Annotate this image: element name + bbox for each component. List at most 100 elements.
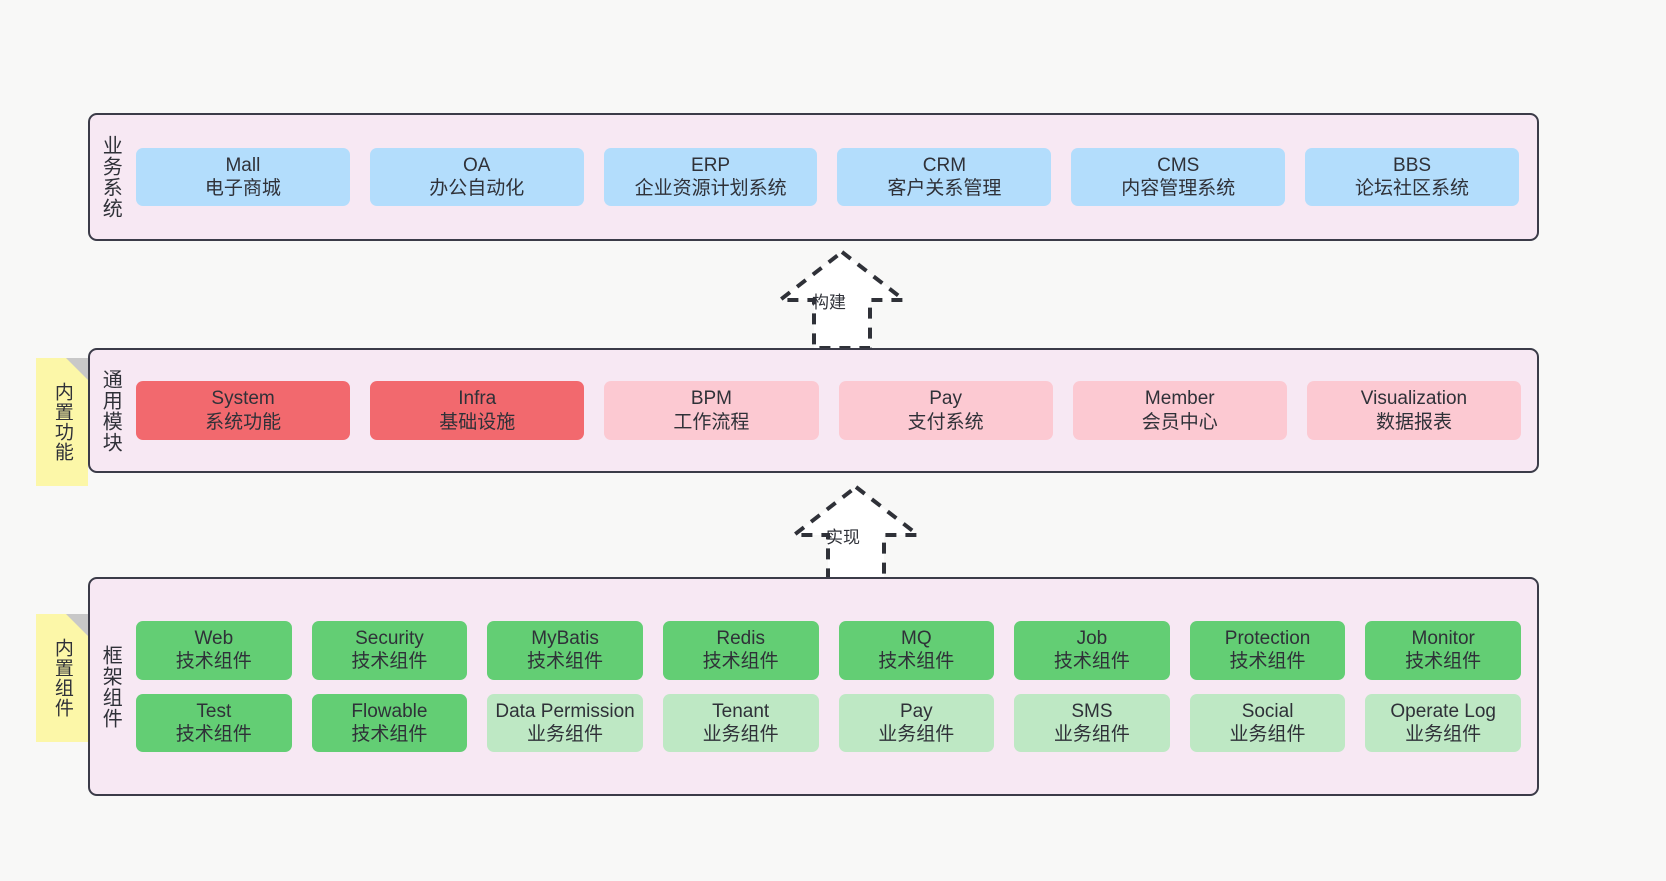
card-subtitle: 业务组件 <box>527 723 604 745</box>
card-subtitle: 技术组件 <box>1053 651 1130 673</box>
card-title: Social <box>1241 700 1294 722</box>
card-title: Pay <box>899 700 933 722</box>
card-mall[interactable]: Mall 电子商城 <box>136 147 350 207</box>
card-title: Pay <box>929 388 962 410</box>
card-subtitle: 技术组件 <box>175 651 252 673</box>
card-row: System 系统功能 Infra 基础设施 BPM 工作流程 Pay 支付系统… <box>136 381 1522 440</box>
card-title: Tenant <box>712 700 770 722</box>
card-title: Visualization <box>1360 388 1468 410</box>
card-redis[interactable]: Redis 技术组件 <box>662 620 819 680</box>
card-monitor[interactable]: Monitor 技术组件 <box>1365 620 1521 680</box>
card-title: Test <box>196 700 232 722</box>
card-title: MQ <box>901 627 932 649</box>
card-subtitle: 业务组件 <box>702 723 779 745</box>
card-title: CRM <box>922 154 967 176</box>
card-mq[interactable]: MQ 技术组件 <box>838 620 995 680</box>
card-title: OA <box>463 154 491 176</box>
card-title: System <box>211 388 275 410</box>
card-subtitle: 技术组件 <box>1405 651 1482 673</box>
card-subtitle: 业务组件 <box>1405 723 1482 745</box>
card-subtitle: 办公自动化 <box>429 178 525 199</box>
layer-framework-components: 框架组件 Web 技术组件 Security 技术组件 MyBatis 技术组件… <box>88 577 1539 796</box>
card-title: Flowable <box>351 700 428 722</box>
card-subtitle: 客户关系管理 <box>887 178 1002 199</box>
card-member[interactable]: Member 会员中心 <box>1072 381 1287 440</box>
card-title: Security <box>355 627 424 649</box>
card-test[interactable]: Test 技术组件 <box>136 693 292 753</box>
card-mybatis[interactable]: MyBatis 技术组件 <box>487 620 643 680</box>
card-pay-business[interactable]: Pay 业务组件 <box>838 693 995 753</box>
card-job[interactable]: Job 技术组件 <box>1014 620 1170 680</box>
card-system[interactable]: System 系统功能 <box>136 381 351 440</box>
card-tenant[interactable]: Tenant 业务组件 <box>662 693 819 753</box>
card-title: Member <box>1144 388 1215 410</box>
layer-title-business-systems: 业务系统 <box>99 135 122 219</box>
card-title: Redis <box>716 627 765 649</box>
page-fold-icon <box>66 614 88 636</box>
card-subtitle: 电子商城 <box>204 178 281 199</box>
card-subtitle: 会员中心 <box>1141 411 1218 433</box>
note-built-in-components: 内置组件 <box>36 614 88 742</box>
card-pay[interactable]: Pay 支付系统 <box>838 381 1053 440</box>
card-title: Data Permission <box>495 700 635 722</box>
connector-build: 构建 <box>752 248 932 352</box>
card-oa[interactable]: OA 办公自动化 <box>369 147 584 207</box>
card-subtitle: 论坛社区系统 <box>1355 178 1470 199</box>
card-subtitle: 技术组件 <box>878 651 955 673</box>
card-title: Web <box>194 627 234 649</box>
card-sms[interactable]: SMS 业务组件 <box>1014 693 1170 753</box>
card-bpm[interactable]: BPM 工作流程 <box>604 381 819 440</box>
card-subtitle: 基础设施 <box>439 411 516 433</box>
card-title: Monitor <box>1411 627 1475 649</box>
connector-build-label: 构建 <box>812 293 846 312</box>
layer-title-framework-components: 框架组件 <box>99 644 122 729</box>
card-web[interactable]: Web 技术组件 <box>136 620 292 680</box>
card-security[interactable]: Security 技术组件 <box>311 620 468 680</box>
card-subtitle: 业务组件 <box>878 723 955 745</box>
layer-body-framework-components: Web 技术组件 Security 技术组件 MyBatis 技术组件 Redi… <box>130 579 1537 794</box>
card-title: Job <box>1076 627 1108 649</box>
card-title: Operate Log <box>1390 700 1496 722</box>
card-subtitle: 技术组件 <box>702 651 779 673</box>
card-subtitle: 技术组件 <box>351 651 428 673</box>
card-data-permission[interactable]: Data Permission 业务组件 <box>487 693 643 753</box>
note-label: 内置功能 <box>51 382 73 462</box>
layer-business-systems: 业务系统 Mall 电子商城 OA 办公自动化 ERP 企业资源计划系统 CRM… <box>88 113 1539 241</box>
card-subtitle: 技术组件 <box>351 723 428 745</box>
card-title: SMS <box>1071 700 1113 722</box>
card-row: Mall 电子商城 OA 办公自动化 ERP 企业资源计划系统 CRM 客户关系… <box>136 147 1519 207</box>
card-crm[interactable]: CRM 客户关系管理 <box>837 147 1052 207</box>
card-flowable[interactable]: Flowable 技术组件 <box>311 693 468 753</box>
layer-body-business-systems: Mall 电子商城 OA 办公自动化 ERP 企业资源计划系统 CRM 客户关系… <box>130 115 1537 239</box>
card-title: Protection <box>1224 627 1311 649</box>
card-social[interactable]: Social 业务组件 <box>1189 693 1346 753</box>
card-protection[interactable]: Protection 技术组件 <box>1189 620 1346 680</box>
card-cms[interactable]: CMS 内容管理系统 <box>1071 147 1286 207</box>
layer-title-common-modules: 通用模块 <box>99 368 122 453</box>
layer-body-common-modules: System 系统功能 Infra 基础设施 BPM 工作流程 Pay 支付系统… <box>130 350 1537 471</box>
card-title: Mall <box>225 154 261 176</box>
card-title: MyBatis <box>531 627 599 649</box>
card-subtitle: 工作流程 <box>673 411 750 433</box>
card-title: Infra <box>458 388 497 410</box>
card-title: BBS <box>1393 154 1432 176</box>
card-subtitle: 系统功能 <box>205 411 282 433</box>
card-visualization[interactable]: Visualization 数据报表 <box>1306 381 1522 440</box>
card-infra[interactable]: Infra 基础设施 <box>370 381 585 440</box>
card-subtitle: 数据报表 <box>1375 411 1452 433</box>
card-subtitle: 内容管理系统 <box>1121 178 1236 199</box>
card-subtitle: 支付系统 <box>907 411 984 433</box>
layer-common-modules: 通用模块 System 系统功能 Infra 基础设施 BPM 工作流程 Pay… <box>88 348 1539 473</box>
connector-implement-label: 实现 <box>826 528 860 547</box>
card-title: ERP <box>691 154 731 176</box>
card-subtitle: 业务组件 <box>1229 723 1306 745</box>
card-subtitle: 技术组件 <box>175 723 252 745</box>
card-erp[interactable]: ERP 企业资源计划系统 <box>603 147 818 207</box>
card-bbs[interactable]: BBS 论坛社区系统 <box>1305 147 1519 207</box>
card-subtitle: 企业资源计划系统 <box>634 178 787 199</box>
card-row: Test 技术组件 Flowable 技术组件 Data Permission … <box>136 693 1521 753</box>
card-row: Web 技术组件 Security 技术组件 MyBatis 技术组件 Redi… <box>136 620 1521 680</box>
card-operate-log[interactable]: Operate Log 业务组件 <box>1365 693 1521 753</box>
card-subtitle: 技术组件 <box>1229 651 1306 673</box>
